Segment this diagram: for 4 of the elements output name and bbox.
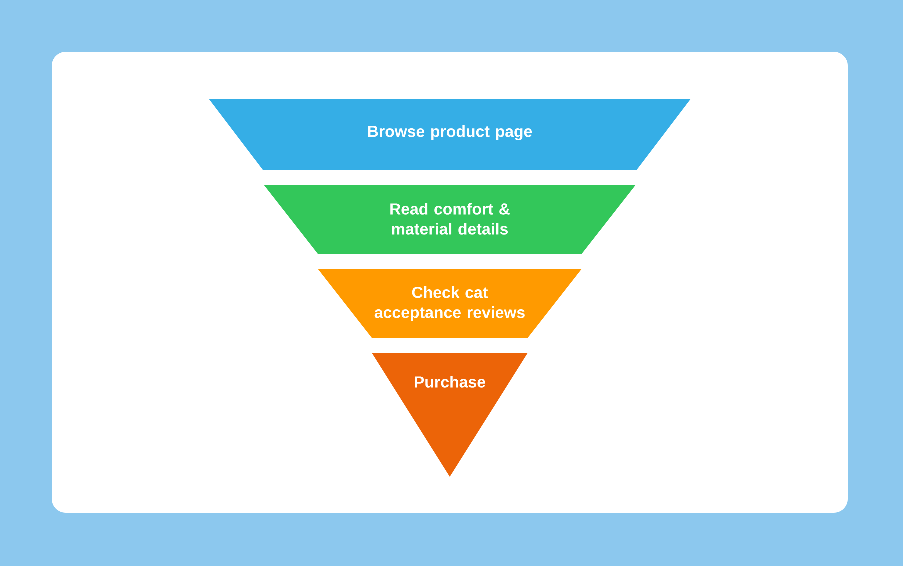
funnel-stage: Read comfort & material details (264, 185, 636, 254)
funnel-stage: Browse product page (209, 99, 691, 170)
funnel-stage: Purchase (372, 353, 528, 477)
funnel-stage: Check cat acceptance reviews (318, 269, 582, 338)
